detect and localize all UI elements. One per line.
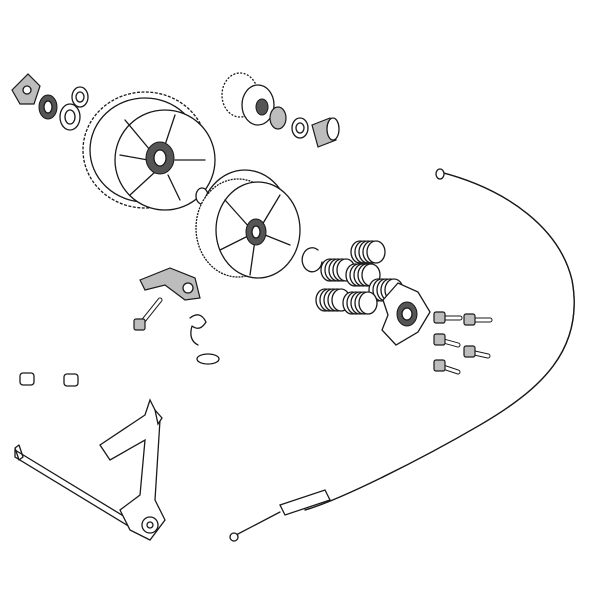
primary-gear-part <box>221 72 275 126</box>
clutch-hub-part <box>195 169 301 279</box>
clutch-cable-part <box>229 168 575 542</box>
release-shaft-part <box>14 398 166 541</box>
bolt-icon <box>463 313 493 326</box>
dowel-pins <box>19 372 79 387</box>
bolt-icon <box>433 311 463 324</box>
spring-icon <box>350 240 386 264</box>
release-arm-part <box>139 267 201 301</box>
spring-icon <box>342 291 378 315</box>
bolt-icon <box>433 333 461 348</box>
bolt-icon <box>133 297 163 331</box>
clutch-basket-part <box>82 91 216 211</box>
washer-part <box>59 86 89 131</box>
bolt-icon <box>463 345 491 359</box>
thrust-plate-part <box>11 73 41 105</box>
clutch-bolts <box>133 297 493 375</box>
pressure-plate-part <box>381 282 431 346</box>
spring-clip-part <box>189 314 220 365</box>
bearing-part <box>38 94 58 120</box>
bolt-icon <box>433 359 461 375</box>
circlip-part <box>301 247 323 273</box>
spring-icon <box>345 263 381 287</box>
collar-part <box>269 106 340 148</box>
